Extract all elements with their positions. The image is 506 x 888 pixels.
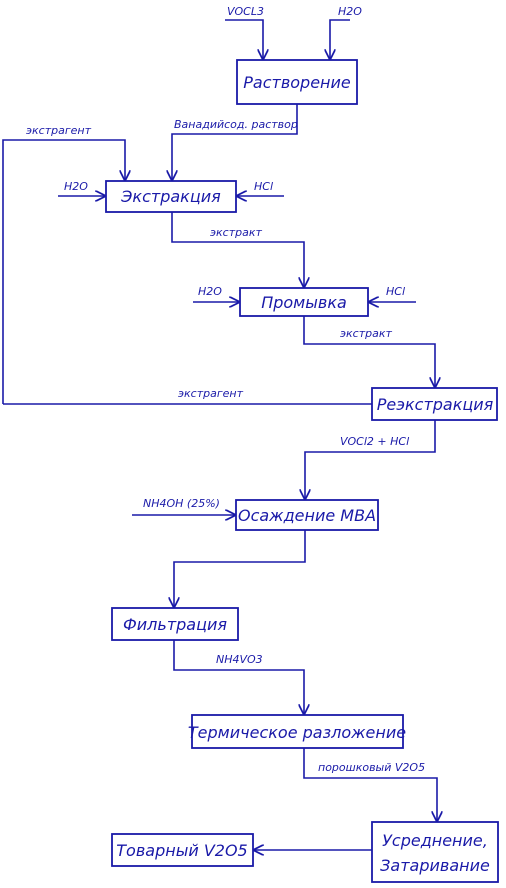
box-dissolution — [236, 59, 358, 105]
label-hcl-extraction: HCl — [254, 180, 273, 193]
box-washing — [239, 287, 369, 317]
label-hcl-washing: HCl — [386, 285, 405, 298]
label-extractant-return: экстрагент — [178, 387, 244, 400]
label-nh4oh: NH4OH (25%) — [143, 497, 220, 510]
extraction-title: Экстракция — [120, 187, 221, 206]
reextraction-title: Реэкстракция — [377, 395, 494, 414]
label-h2o-extraction: H2O — [64, 180, 88, 193]
arrow-decomposition-to-averaging — [303, 748, 437, 822]
process-boxes — [105, 59, 499, 883]
arrow-extractant-to-extraction — [2, 139, 125, 404]
box-filtration — [111, 607, 239, 641]
arrow-washing-to-reextraction — [303, 316, 435, 388]
precipitation-title: Осаждение МВА — [238, 506, 376, 525]
box-decomposition — [191, 714, 404, 749]
label-powder-v2o5: порошковый V2O5 — [318, 761, 425, 774]
label-h2o-top: H2O — [338, 5, 362, 18]
arrow-precipitation-to-filtration — [174, 530, 306, 608]
label-extract-1: экстракт — [210, 226, 263, 239]
arrow-filtration-to-decomposition — [173, 640, 304, 715]
label-extractant-in: экстрагент — [26, 124, 92, 137]
averaging-title-line1: Усреднение, — [382, 831, 488, 850]
arrow-reextraction-to-precipitation — [305, 420, 436, 500]
box-titles: Растворение Экстракция Промывка Реэкстра… — [116, 73, 493, 875]
label-extract-2: экстракт — [340, 327, 393, 340]
flow-connectors — [2, 19, 437, 850]
averaging-title-line2: Затаривание — [380, 856, 490, 875]
label-vanadium-solution: Ванадийсод. раствор — [174, 118, 298, 131]
label-vocl3: VOCL3 — [227, 5, 264, 18]
label-vocl2-hcl: VOCl2 + HCl — [340, 435, 409, 448]
arrow-dissolution-to-extraction — [172, 104, 298, 181]
arrow-extraction-to-washing — [171, 212, 304, 288]
box-extraction — [105, 180, 237, 213]
arrow-h2o-to-dissolution — [330, 19, 350, 60]
arrow-vocl3-to-dissolution — [225, 19, 263, 60]
box-product — [111, 833, 254, 867]
decomposition-title: Термическое разложение — [188, 723, 406, 742]
flow-labels: VOCL3 H2O Ванадийсод. раствор экстрагент… — [26, 5, 425, 774]
box-precipitation — [235, 499, 379, 531]
filtration-title: Фильтрация — [123, 615, 227, 634]
dissolution-title: Растворение — [243, 73, 351, 92]
box-reextraction — [371, 387, 498, 421]
box-averaging — [371, 821, 499, 883]
washing-title: Промывка — [261, 293, 347, 312]
label-h2o-washing: H2O — [198, 285, 222, 298]
label-nh4vo3: NH4VO3 — [216, 653, 263, 666]
product-title: Товарный V2O5 — [116, 841, 247, 860]
